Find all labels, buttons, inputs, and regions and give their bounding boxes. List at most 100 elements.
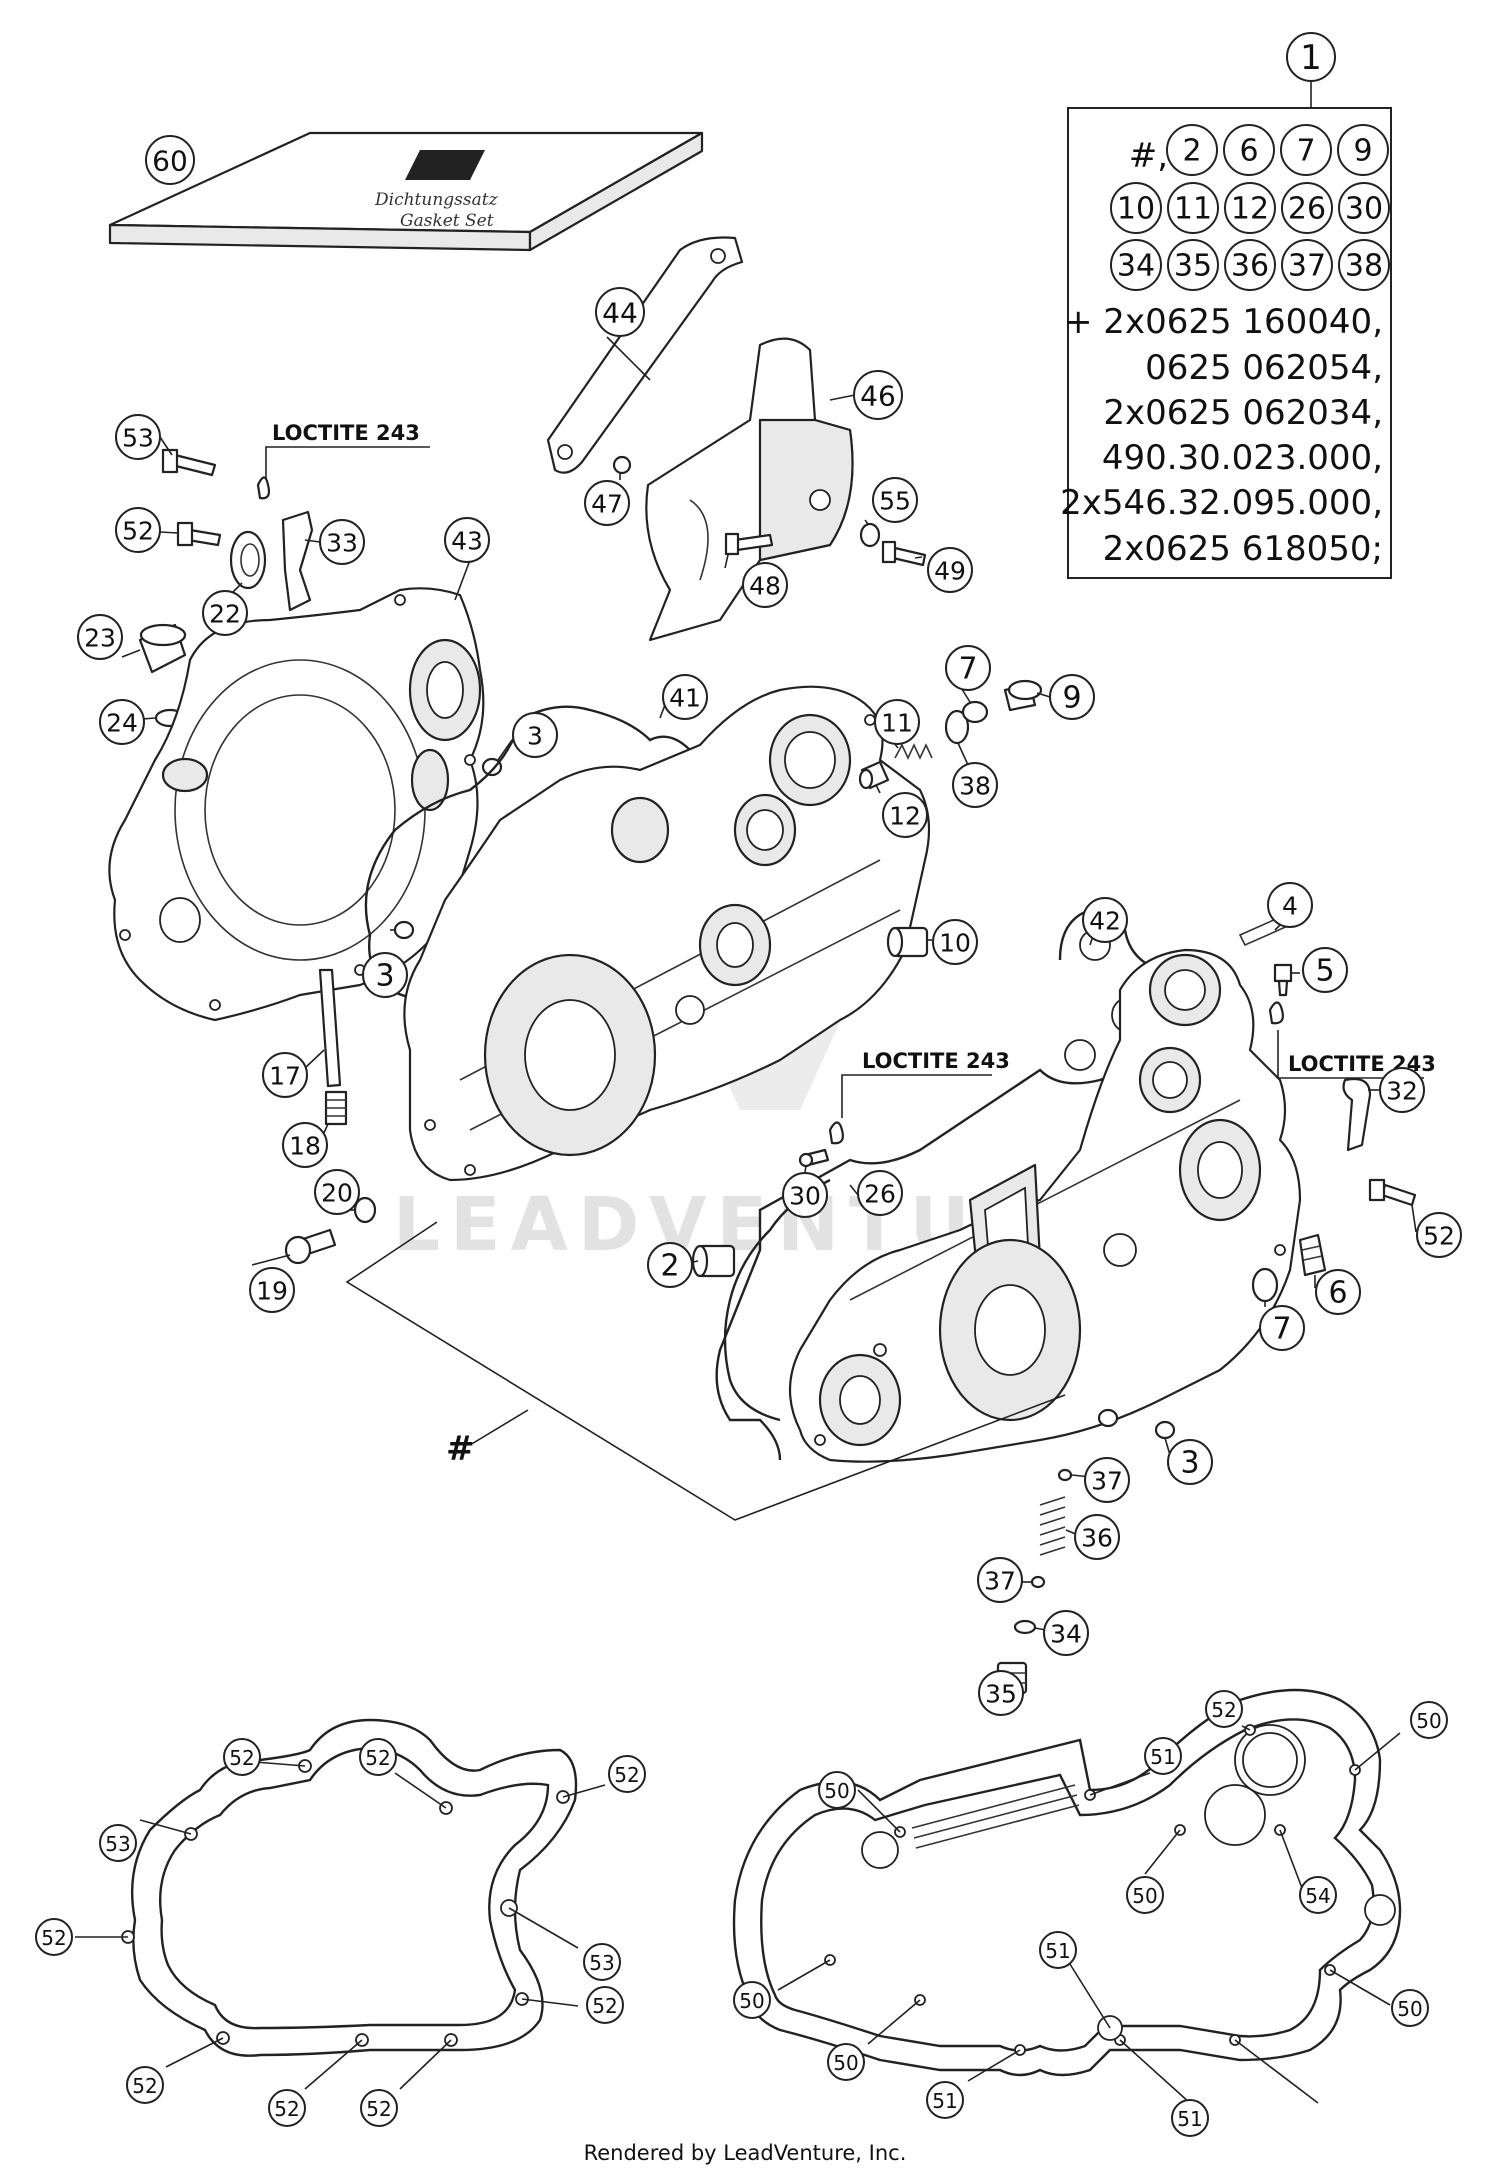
callout-46[interactable]: 46 bbox=[853, 370, 903, 420]
kit-callout-12[interactable]: 12 bbox=[1224, 182, 1276, 234]
callout-52[interactable]: 52 bbox=[359, 1738, 397, 1776]
callout-50[interactable]: 50 bbox=[1410, 1701, 1448, 1739]
callout-50[interactable]: 50 bbox=[733, 1981, 771, 2019]
callout-38[interactable]: 38 bbox=[952, 762, 998, 808]
kit-callout-10[interactable]: 10 bbox=[1110, 182, 1162, 234]
kit-callout-11[interactable]: 11 bbox=[1167, 182, 1219, 234]
kit-callout-7[interactable]: 7 bbox=[1280, 124, 1332, 176]
washer-7[interactable] bbox=[961, 700, 989, 724]
callout-49[interactable]: 49 bbox=[927, 547, 973, 593]
callout-52[interactable]: 52 bbox=[115, 507, 161, 553]
callout-11[interactable]: 11 bbox=[874, 699, 920, 745]
callout-37[interactable]: 37 bbox=[1084, 1457, 1130, 1503]
callout-17[interactable]: 17 bbox=[262, 1052, 308, 1098]
callout-51[interactable]: 51 bbox=[926, 2081, 964, 2119]
ball-37-b[interactable] bbox=[1030, 1575, 1046, 1589]
washer-55[interactable] bbox=[859, 522, 881, 548]
callout-52[interactable]: 52 bbox=[268, 2089, 306, 2127]
callout-44[interactable]: 44 bbox=[595, 287, 645, 337]
callout-30[interactable]: 30 bbox=[782, 1172, 828, 1218]
callout-52[interactable]: 52 bbox=[586, 1986, 624, 2024]
callout-7[interactable]: 7 bbox=[945, 645, 991, 691]
bushing-10[interactable] bbox=[886, 926, 929, 958]
callout-9[interactable]: 9 bbox=[1049, 674, 1095, 720]
kit-callout-9[interactable]: 9 bbox=[1337, 124, 1389, 176]
callout-23[interactable]: 23 bbox=[77, 614, 123, 660]
callout-42[interactable]: 42 bbox=[1082, 897, 1128, 943]
callout-51[interactable]: 51 bbox=[1039, 1931, 1077, 1969]
callout-48[interactable]: 48 bbox=[742, 562, 788, 608]
washer-47[interactable] bbox=[612, 455, 632, 475]
callout-3[interactable]: 3 bbox=[362, 952, 408, 998]
callout-50[interactable]: 50 bbox=[1126, 1876, 1164, 1914]
callout-60[interactable]: 60 bbox=[145, 135, 195, 185]
bolt-52-right[interactable] bbox=[1368, 1178, 1417, 1207]
kit-callout-30[interactable]: 30 bbox=[1338, 182, 1390, 234]
seal-22[interactable] bbox=[229, 530, 267, 590]
callout-52[interactable]: 52 bbox=[608, 1755, 646, 1793]
bushing-12[interactable] bbox=[858, 760, 890, 790]
callout-52[interactable]: 52 bbox=[1205, 1690, 1243, 1728]
kit-callout-34[interactable]: 34 bbox=[1110, 239, 1162, 291]
callout-2[interactable]: 2 bbox=[647, 1242, 693, 1288]
kit-callout-37[interactable]: 37 bbox=[1281, 239, 1333, 291]
callout-4[interactable]: 4 bbox=[1267, 882, 1313, 928]
kit-callout-26[interactable]: 26 bbox=[1281, 182, 1333, 234]
callout-50[interactable]: 50 bbox=[818, 1771, 856, 1809]
callout-53[interactable]: 53 bbox=[99, 1824, 137, 1862]
bushing-2[interactable] bbox=[691, 1244, 736, 1278]
callout-3[interactable]: 3 bbox=[512, 712, 558, 758]
callout-32[interactable]: 32 bbox=[1379, 1067, 1425, 1113]
callout-53[interactable]: 53 bbox=[583, 1943, 621, 1981]
callout-54[interactable]: 54 bbox=[1299, 1876, 1337, 1914]
callout-1[interactable]: 1 bbox=[1286, 32, 1336, 82]
callout-10[interactable]: 10 bbox=[932, 919, 978, 965]
washer-3-d[interactable] bbox=[1154, 1420, 1176, 1440]
washer-34[interactable] bbox=[1013, 1619, 1037, 1635]
bolt-49[interactable] bbox=[881, 540, 927, 567]
callout-55[interactable]: 55 bbox=[872, 477, 918, 523]
callout-33[interactable]: 33 bbox=[319, 519, 365, 565]
callout-52[interactable]: 52 bbox=[1416, 1212, 1462, 1258]
callout-52[interactable]: 52 bbox=[35, 1918, 73, 1956]
callout-51[interactable]: 51 bbox=[1144, 1737, 1182, 1775]
bolt-52[interactable] bbox=[176, 521, 222, 547]
callout-7[interactable]: 7 bbox=[1259, 1305, 1305, 1351]
callout-34[interactable]: 34 bbox=[1043, 1610, 1089, 1656]
callout-51[interactable]: 51 bbox=[1171, 2099, 1209, 2137]
callout-6[interactable]: 6 bbox=[1315, 1269, 1361, 1315]
callout-37[interactable]: 37 bbox=[977, 1557, 1023, 1603]
kit-callout-6[interactable]: 6 bbox=[1223, 124, 1275, 176]
callout-5[interactable]: 5 bbox=[1302, 947, 1348, 993]
callout-19[interactable]: 19 bbox=[249, 1267, 295, 1313]
callout-26[interactable]: 26 bbox=[857, 1170, 903, 1216]
callout-24[interactable]: 24 bbox=[99, 699, 145, 745]
oil-filler-plug-23[interactable] bbox=[138, 623, 187, 674]
plug-9[interactable] bbox=[1003, 679, 1043, 712]
callout-52[interactable]: 52 bbox=[223, 1738, 261, 1776]
sensor-6[interactable] bbox=[1298, 1233, 1327, 1277]
ball-37-a[interactable] bbox=[1057, 1468, 1073, 1482]
callout-36[interactable]: 36 bbox=[1074, 1514, 1120, 1560]
callout-50[interactable]: 50 bbox=[1391, 1989, 1429, 2027]
washer-3-a[interactable] bbox=[481, 757, 503, 777]
washer-7-right[interactable] bbox=[1251, 1267, 1279, 1303]
bolt-53[interactable] bbox=[161, 448, 217, 477]
callout-20[interactable]: 20 bbox=[314, 1169, 360, 1215]
spring-11[interactable] bbox=[894, 743, 933, 760]
gasket-set-booklet[interactable]: Dichtungssatz Gasket Set bbox=[108, 131, 704, 252]
ring-20[interactable] bbox=[353, 1196, 377, 1224]
sprocket-cover-part[interactable] bbox=[645, 337, 854, 642]
gasket-26[interactable] bbox=[723, 1178, 831, 1422]
right-crankcase-half[interactable] bbox=[788, 948, 1302, 1463]
callout-52[interactable]: 52 bbox=[360, 2089, 398, 2127]
left-crankcase-half[interactable] bbox=[403, 685, 931, 1182]
callout-50[interactable]: 50 bbox=[827, 2043, 865, 2081]
kit-callout-36[interactable]: 36 bbox=[1224, 239, 1276, 291]
callout-3[interactable]: 3 bbox=[1167, 1439, 1213, 1485]
callout-41[interactable]: 41 bbox=[662, 674, 708, 720]
callout-12[interactable]: 12 bbox=[882, 792, 928, 838]
screw-5[interactable] bbox=[1273, 963, 1293, 997]
screw-18[interactable] bbox=[324, 1090, 348, 1126]
spring-36[interactable] bbox=[1039, 1496, 1066, 1556]
